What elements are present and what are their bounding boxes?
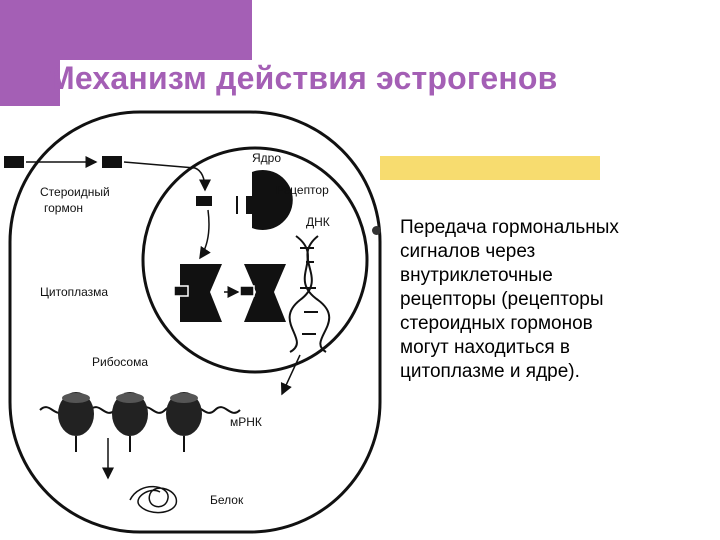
ribosome bbox=[58, 392, 94, 452]
ribosome bbox=[112, 392, 148, 452]
label-mrna: мРНК bbox=[230, 415, 262, 429]
label-nucleus: Ядро bbox=[252, 151, 281, 165]
label-receptor: Рецептор bbox=[276, 183, 329, 197]
dna-helix bbox=[290, 236, 330, 352]
label-steroid-line2: гормон bbox=[44, 201, 83, 215]
complex-right-hormone bbox=[240, 286, 254, 296]
label-dna: ДНК bbox=[306, 215, 330, 229]
label-cytoplasm: Цитоплазма bbox=[40, 285, 108, 299]
label-ribosome: Рибосома bbox=[92, 355, 148, 369]
label-steroid-line1: Стероидный bbox=[40, 185, 110, 199]
bullet-icon bbox=[372, 226, 381, 235]
label-protein: Белок bbox=[210, 493, 244, 507]
steroid-hormone-nucleus bbox=[196, 196, 212, 206]
highlight-bar bbox=[380, 156, 600, 180]
arrow-dna-to-mrna bbox=[282, 355, 300, 394]
steroid-hormone-cytoplasm bbox=[102, 156, 122, 168]
ribosome bbox=[166, 392, 202, 452]
protein-coil bbox=[130, 487, 176, 513]
steroid-hormone-outside bbox=[4, 156, 24, 168]
bullet-text: Передача гормональных сигналов через вну… bbox=[400, 216, 700, 384]
receptor-dot bbox=[238, 196, 246, 214]
complex-left-hormone bbox=[174, 286, 188, 296]
arrow-to-complex bbox=[200, 210, 209, 258]
